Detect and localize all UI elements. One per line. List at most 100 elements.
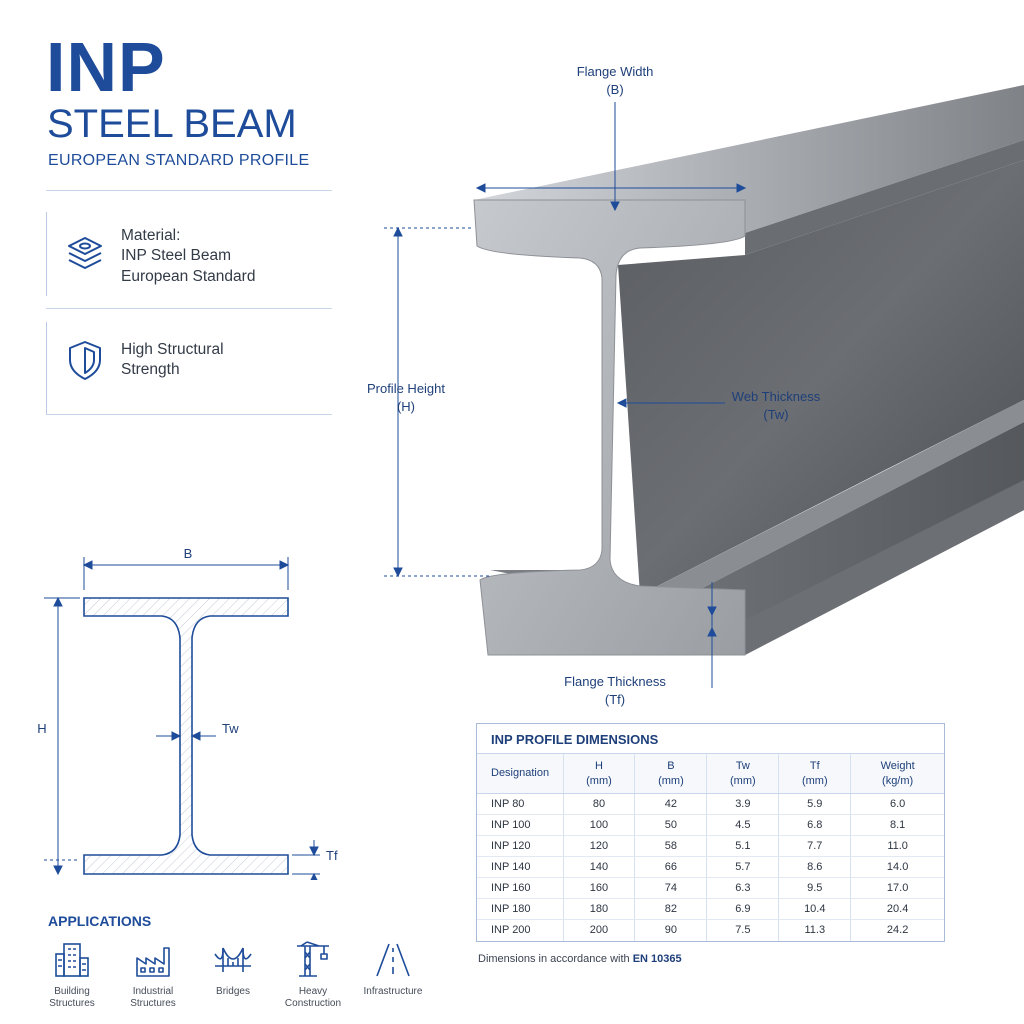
app-label: Infrastructure <box>350 986 436 998</box>
arrow-head <box>53 865 63 876</box>
table-cell: 17.0 <box>850 877 944 899</box>
section-label-tf: Tf <box>326 848 338 863</box>
table-cell: 4.5 <box>706 814 779 836</box>
bridge-icon <box>214 947 252 972</box>
table-cell: 3.9 <box>706 793 779 815</box>
arrow-head <box>610 201 620 212</box>
app-label: Heavy Construction <box>270 986 356 1010</box>
app-label-line: Bridges <box>216 986 250 997</box>
feature-strength: High Structural Strength <box>46 322 332 414</box>
arrow-head <box>279 560 290 570</box>
table-cell: 90 <box>634 919 707 941</box>
column-header: Weight(kg/m) <box>850 753 944 794</box>
web-face <box>618 160 1024 595</box>
table-cell: 7.5 <box>706 919 779 941</box>
table-cell: 6.3 <box>706 877 779 899</box>
arrow-head <box>736 183 747 193</box>
bottom-flange-edge <box>745 480 1024 655</box>
top-flange-edge <box>745 140 1024 255</box>
feature-line: INP Steel Beam <box>121 247 231 265</box>
top-flange-surface <box>474 85 1024 233</box>
table-cell: 160 <box>562 877 635 899</box>
table-cell: 58 <box>634 835 707 857</box>
label-line: Web Thickness <box>731 389 821 404</box>
beam-end-face <box>473 199 746 656</box>
table-cell: 80 <box>562 793 635 815</box>
layers-icon <box>68 237 102 269</box>
table-cell: 74 <box>634 877 707 899</box>
label-line: (Tf) <box>604 692 626 708</box>
table-cell: 5.9 <box>778 793 851 815</box>
app-label: Building Structures <box>29 986 115 1010</box>
feature-line: Material: <box>121 227 181 244</box>
label-line: Flange Width <box>576 64 654 79</box>
label-flange-width: Flange Width (B) <box>555 63 675 99</box>
feature-strength-text: High Structural Strength <box>121 340 224 381</box>
header-unit: (mm) <box>730 774 756 787</box>
table-cell: 5.7 <box>706 856 779 878</box>
table-cell: 6.0 <box>850 793 944 815</box>
table-cell: 8.6 <box>778 856 851 878</box>
column-header: Tf(mm) <box>778 753 851 794</box>
header-text: Designation <box>491 767 550 780</box>
header-text: B <box>667 760 675 773</box>
header-unit: (mm) <box>658 774 684 787</box>
dimensions-table: Designation H(mm) B(mm) Tw(mm) Tf(mm) We… <box>477 753 944 941</box>
table-cell: INP 200 <box>491 924 531 937</box>
steel-beam-illustration <box>384 85 1024 688</box>
label-line: (Tw) <box>763 407 789 423</box>
app-bridges: Bridges <box>190 940 276 998</box>
table-cell: INP 140 <box>477 856 563 878</box>
table-cell: INP 180 <box>477 898 563 920</box>
table-cell: INP 80 <box>477 793 563 815</box>
footnote-text: Dimensions in accordance with <box>478 953 633 965</box>
table-cell: 20.4 <box>850 898 944 920</box>
app-building-structures: Building Structures <box>29 940 115 1010</box>
table-cell: 9.5 <box>778 877 851 899</box>
page-subtitle: STEEL BEAM <box>47 102 297 146</box>
arrow-head <box>53 596 63 607</box>
table-cell: 14.0 <box>850 856 944 878</box>
table-cell: 11.3 <box>778 919 851 941</box>
table-cell: INP 100 <box>477 814 563 836</box>
label-profile-height: Profile Height (H) <box>346 380 466 416</box>
feature-material-text: Material: INP Steel Beam European Standa… <box>121 226 255 287</box>
arrow-head <box>475 183 486 193</box>
app-label-line: Building <box>54 986 90 997</box>
section-label-h: H <box>37 721 46 736</box>
factory-icon <box>136 947 170 977</box>
table-cell: 100 <box>562 814 635 836</box>
app-infrastructure: Infrastructure <box>350 940 436 998</box>
divider <box>46 308 332 309</box>
applications-title: APPLICATIONS <box>48 913 152 929</box>
table-cell: 8.1 <box>850 814 944 836</box>
table-cell: 200 <box>562 919 635 941</box>
column-header: H(mm) <box>562 753 635 794</box>
table-cell: 180 <box>562 898 635 920</box>
header-text: Tf <box>809 760 820 773</box>
page-tagline: EUROPEAN STANDARD PROFILE <box>48 152 310 169</box>
app-label: Industrial Structures <box>110 986 196 1010</box>
label-line: (B) <box>606 82 624 98</box>
feature-line: Strength <box>121 361 180 379</box>
column-header: B(mm) <box>634 753 707 794</box>
label-line: Flange Thickness <box>564 674 666 689</box>
feature-line: High Structural <box>121 341 224 358</box>
arrow-head <box>707 606 717 617</box>
arrow-head <box>393 226 403 237</box>
page-title: INP <box>46 28 166 106</box>
arrow-head <box>707 626 717 637</box>
app-label-line: Industrial <box>132 986 174 997</box>
app-industrial-structures: Industrial Structures <box>110 940 196 1010</box>
app-label-line: Infrastructure <box>363 986 423 997</box>
label-line: Profile Height <box>366 381 446 396</box>
app-label-line: Structures <box>130 998 176 1009</box>
table-cell: 6.8 <box>778 814 851 836</box>
table-cell: 11.0 <box>850 835 944 857</box>
table-header-row: Designation H(mm) B(mm) Tw(mm) Tf(mm) We… <box>477 753 944 794</box>
shield-icon <box>69 341 101 380</box>
